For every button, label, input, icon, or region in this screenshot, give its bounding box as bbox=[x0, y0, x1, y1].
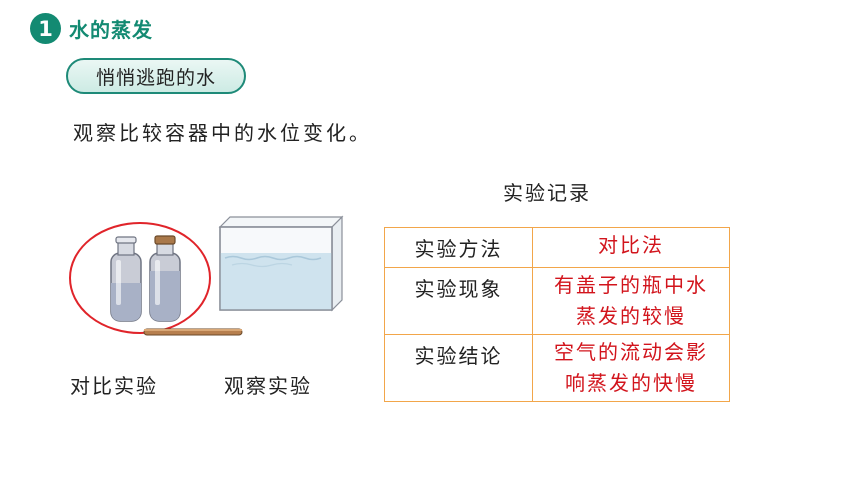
instruction-text: 观察比较容器中的水位变化。 bbox=[73, 121, 372, 145]
section-title: 水的蒸发 bbox=[69, 18, 153, 42]
row-value: 对比法 bbox=[532, 227, 730, 268]
table-row: 实验结论 空气的流动会影 响蒸发的快慢 bbox=[384, 334, 730, 402]
record-title: 实验记录 bbox=[503, 181, 591, 205]
comparison-ellipse bbox=[69, 222, 211, 334]
row-key: 实验结论 bbox=[384, 334, 533, 402]
table-row: 实验方法 对比法 bbox=[384, 227, 730, 268]
section-header: 1 水的蒸发 bbox=[30, 13, 153, 44]
row-value-line: 蒸发的较慢 bbox=[576, 304, 686, 328]
section-number-badge: 1 bbox=[30, 13, 61, 44]
caption-comparison-experiment: 对比实验 bbox=[70, 374, 158, 398]
row-key: 实验方法 bbox=[384, 227, 533, 268]
table-row: 实验现象 有盖子的瓶中水 蒸发的较慢 bbox=[384, 267, 730, 335]
row-value-line: 响蒸发的快慢 bbox=[565, 371, 697, 395]
glass-tank bbox=[218, 215, 344, 312]
pencil bbox=[143, 328, 243, 336]
row-value: 有盖子的瓶中水 蒸发的较慢 bbox=[532, 267, 730, 335]
row-value-line: 空气的流动会影 bbox=[554, 340, 708, 364]
subtitle-pill: 悄悄逃跑的水 bbox=[66, 58, 246, 94]
row-value: 空气的流动会影 响蒸发的快慢 bbox=[532, 334, 730, 402]
row-value-line: 有盖子的瓶中水 bbox=[554, 273, 708, 297]
capped-bottle bbox=[149, 235, 181, 322]
row-key: 实验现象 bbox=[384, 267, 533, 335]
experiment-record-table: 实验方法 对比法 实验现象 有盖子的瓶中水 蒸发的较慢 实验结论 空气的流动会影… bbox=[384, 227, 730, 402]
row-value-line: 对比法 bbox=[598, 233, 664, 257]
experiment-illustration bbox=[69, 215, 344, 336]
open-bottle bbox=[110, 236, 142, 322]
caption-observation-experiment: 观察实验 bbox=[224, 374, 312, 398]
